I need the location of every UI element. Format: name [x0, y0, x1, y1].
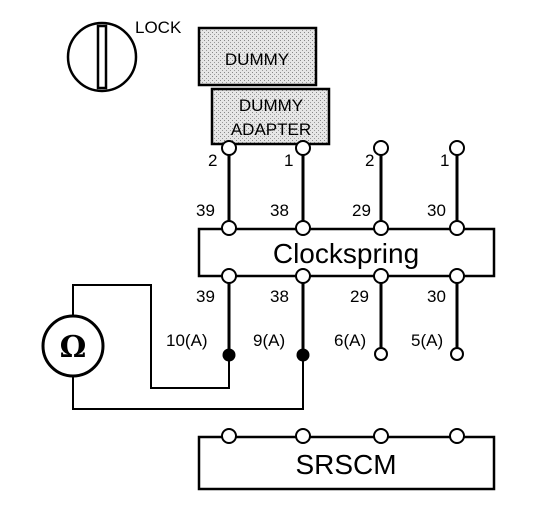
- connector-top-pin-3: 2: [365, 151, 374, 170]
- probe-point-10a: [222, 348, 236, 362]
- lower-wires: [227, 283, 459, 355]
- top-connector-terminals: [221, 140, 465, 156]
- dummy-box: DUMMY: [197, 26, 318, 87]
- clockspring-bottom-pin-29: 29: [350, 287, 369, 306]
- connector-top-pin-1: 2: [208, 151, 217, 170]
- clockspring-bottom-pin-30: 30: [427, 287, 446, 306]
- ignition-lock-icon: [66, 21, 138, 93]
- connector-bottom-pin-10a: 10(A): [166, 331, 208, 350]
- bottom-connector-terminals: [222, 347, 464, 362]
- dummy-adapter-box: DUMMY ADAPTER: [210, 87, 331, 146]
- clockspring-box: Clockspring: [197, 227, 496, 278]
- clockspring-top-pin-29: 29: [352, 201, 371, 220]
- top-connector-pin-labels: 2 1 2 1: [208, 151, 449, 170]
- srscm-label: SRSCM: [295, 449, 396, 480]
- srscm-terminals: [221, 428, 465, 444]
- dummy-label: DUMMY: [225, 50, 289, 69]
- dummy-adapter-line2: ADAPTER: [231, 120, 311, 139]
- meter-leads: [72, 284, 304, 410]
- connector-bottom-pin-9a: 9(A): [253, 331, 285, 350]
- ohm-icon: Ω: [60, 330, 87, 365]
- srscm-box: SRSCM: [197, 435, 496, 491]
- connector-top-pin-4: 1: [440, 151, 449, 170]
- clockspring-bottom-pin-labels: 39 38 29 30: [196, 287, 446, 306]
- lock-label: LOCK: [135, 18, 182, 37]
- connector-bottom-pin-6a: 6(A): [334, 331, 366, 350]
- upper-wires: [227, 155, 459, 221]
- clockspring-top-pin-labels: 39 38 29 30: [196, 201, 446, 220]
- clockspring-bottom-pin-38: 38: [270, 287, 289, 306]
- clockspring-top-pin-39: 39: [196, 201, 215, 220]
- clockspring-top-pin-30: 30: [427, 201, 446, 220]
- dummy-adapter-line1: DUMMY: [239, 96, 303, 115]
- bottom-connector-pin-labels: 10(A) 9(A) 6(A) 5(A): [166, 331, 443, 350]
- probe-point-9a: [296, 348, 310, 362]
- clockspring-label: Clockspring: [273, 238, 419, 269]
- clockspring-bottom-pin-39: 39: [196, 287, 215, 306]
- clockspring-top-pin-38: 38: [270, 201, 289, 220]
- ohmmeter: Ω: [41, 314, 105, 378]
- connector-top-pin-2: 1: [284, 151, 293, 170]
- connector-bottom-pin-5a: 5(A): [411, 331, 443, 350]
